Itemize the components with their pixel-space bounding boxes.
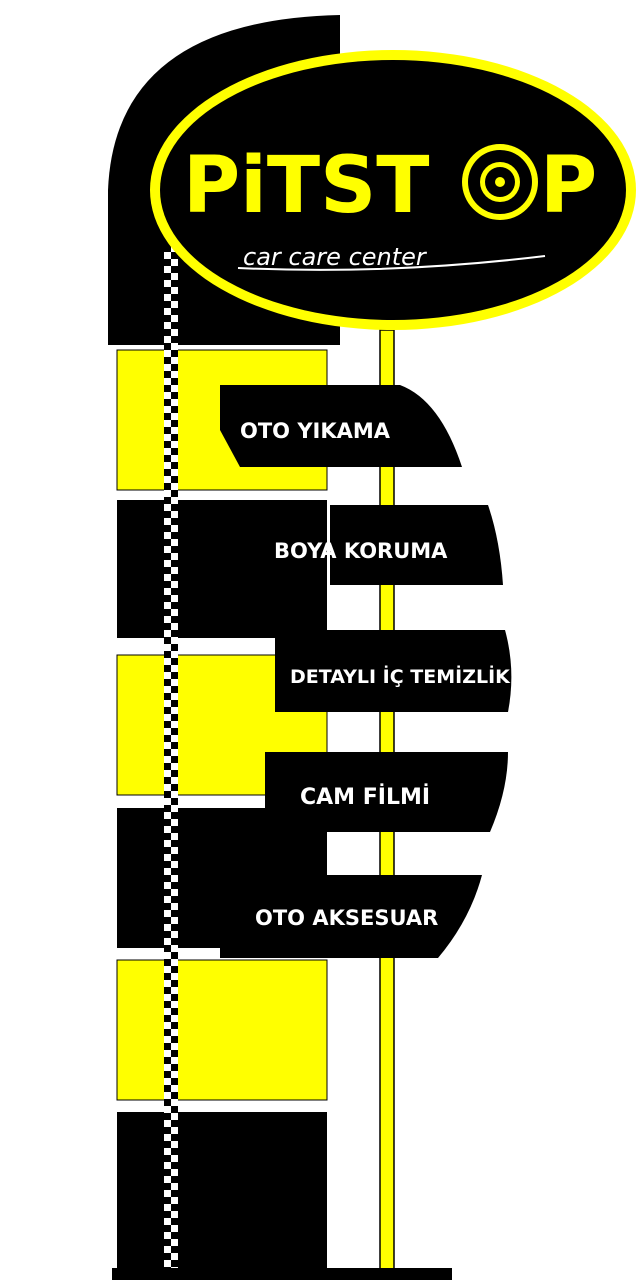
tagline-swoosh: [237, 255, 546, 271]
service-panel-4: [265, 752, 508, 832]
service-panel-3: [275, 630, 512, 712]
logo-tagline: car care center: [243, 243, 428, 271]
ground-base: [112, 1268, 452, 1280]
service-label-2: BOYA KORUMA: [274, 539, 448, 563]
service-panel-1: [220, 385, 462, 467]
service-label-5: OTO AKSESUAR: [255, 906, 438, 930]
service-panel-2: [330, 505, 503, 585]
logo-name: PiTST: [183, 141, 430, 231]
service-label-3: DETAYLI İÇ TEMİZLİK: [290, 664, 511, 688]
service-panel-5: [220, 875, 482, 958]
logo-oval: PiTST P car care center: [150, 50, 636, 330]
service-panels: OTO YIKAMA BOYA KORUMA DETAYLI İÇ TEMİZL…: [220, 385, 512, 958]
tire-icon: [462, 144, 538, 220]
service-label-4: CAM FİLMİ: [300, 784, 430, 810]
checkered-stripe: [164, 245, 178, 1274]
logo-name-end: P: [540, 141, 597, 231]
service-label-1: OTO YIKAMA: [240, 419, 391, 443]
